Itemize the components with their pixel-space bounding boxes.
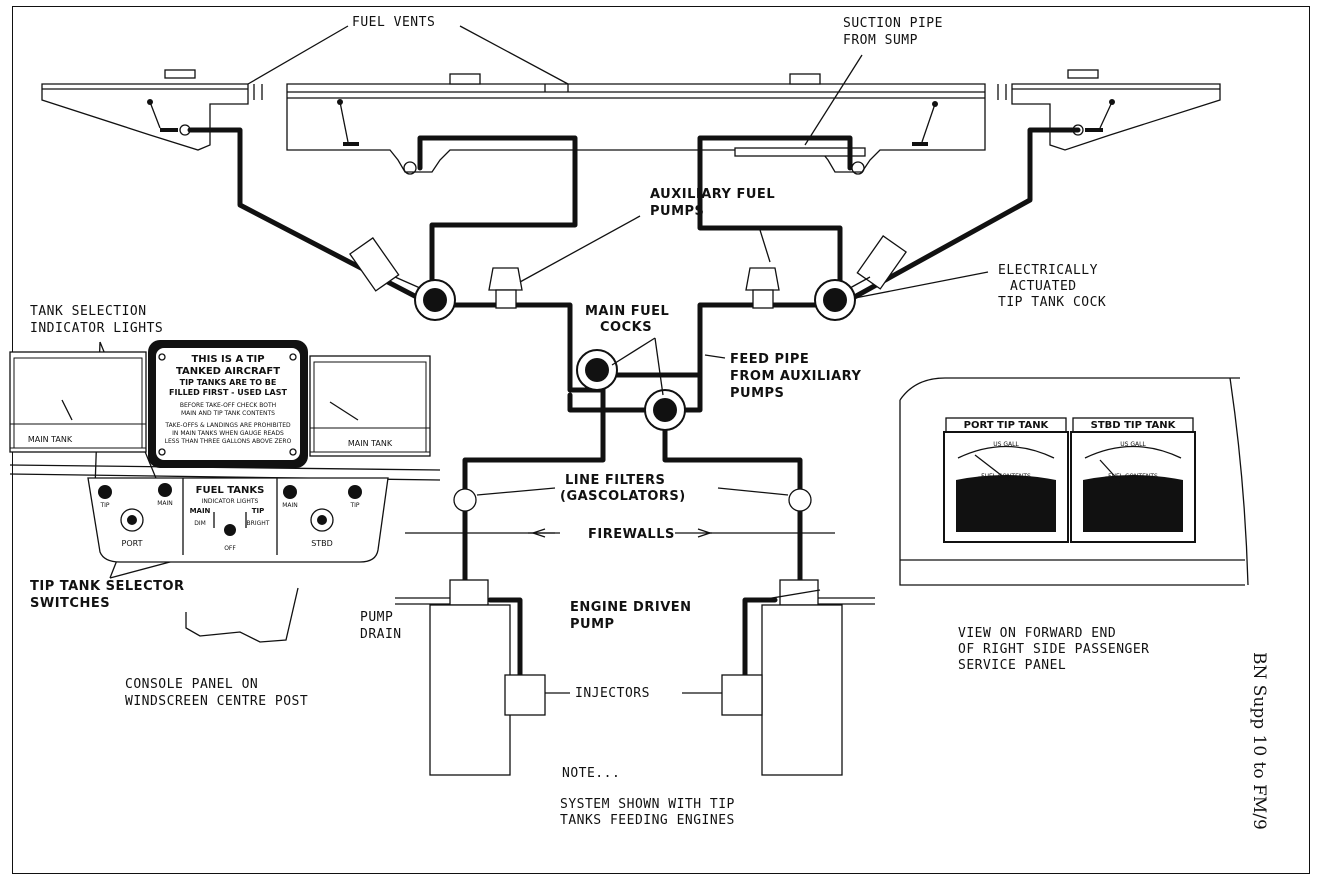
placard-line-8: IN MAIN TANKS WHEN GAUGE READS bbox=[172, 430, 284, 437]
system-label-2: TANKS FEEDING ENGINES bbox=[560, 813, 735, 828]
main-fuel-cock-port bbox=[576, 349, 618, 391]
tank-selection-label-1: TANK SELECTION bbox=[30, 304, 147, 319]
document-reference: BN Supp 10 to FM/9 bbox=[1249, 652, 1269, 830]
main-wing-tank bbox=[286, 73, 986, 175]
service-panel-text: PORT TIP TANK STBD TIP TANK US GALL US G… bbox=[964, 420, 1177, 480]
passenger-service-panel bbox=[899, 377, 1249, 586]
pump-drain-label-1: PUMP bbox=[360, 610, 393, 625]
light-tip-left-label: TIP bbox=[99, 502, 109, 509]
placard-line-2: TANKED AIRCRAFT bbox=[176, 366, 280, 377]
console-panel bbox=[9, 340, 441, 563]
feed-pipe-label-2: FROM AUXILIARY bbox=[730, 369, 861, 384]
aux-pumps-label-1: AUXILIARY FUEL bbox=[650, 187, 775, 202]
fuel-vents-label: FUEL VENTS bbox=[352, 15, 435, 30]
dim-label: DIM bbox=[194, 520, 206, 527]
console-label-2: WINDSCREEN CENTRE POST bbox=[125, 694, 308, 709]
engine-stbd bbox=[721, 579, 875, 776]
light-main-left-label: MAIN bbox=[157, 500, 173, 507]
main-label: MAIN bbox=[190, 507, 211, 515]
stbd-us-gall-label: US GALL bbox=[1120, 441, 1146, 448]
gauge-right-label: MAIN TANK bbox=[348, 439, 393, 448]
port-switch-label: PORT bbox=[122, 539, 143, 548]
system-label-1: SYSTEM SHOWN WITH TIP bbox=[560, 797, 735, 812]
placard-line-3: TIP TANKS ARE TO BE bbox=[180, 378, 277, 387]
feed-pipe-label-3: PUMPS bbox=[730, 386, 784, 401]
electric-cock-label-2: ACTUATED bbox=[1010, 279, 1077, 294]
port-tip-tank bbox=[41, 69, 263, 151]
main-fuel-cock-stbd bbox=[644, 389, 686, 431]
port-fuel-contents-label: FUEL CONTENTS bbox=[981, 473, 1031, 480]
aux-pumps-label-2: PUMPS bbox=[650, 204, 704, 219]
stbd-tip-tank bbox=[997, 69, 1221, 151]
line-filter-stbd bbox=[788, 488, 812, 512]
engine-pump-label-1: ENGINE DRIVEN bbox=[570, 600, 692, 615]
aux-pump-stbd bbox=[745, 267, 780, 309]
main-fuel-cocks-label-1: MAIN FUEL bbox=[585, 304, 669, 319]
off-label: OFF bbox=[224, 545, 236, 552]
tank-selection-label-2: INDICATOR LIGHTS bbox=[30, 321, 163, 336]
tip-tank-selector-label-2: SWITCHES bbox=[30, 596, 110, 611]
placard-line-7: TAKE-OFFS & LANDINGS ARE PROHIBITED bbox=[164, 422, 291, 429]
port-tip-tank-cock bbox=[349, 237, 456, 321]
injectors-label: INJECTORS bbox=[575, 686, 650, 701]
fuel-tanks-label: FUEL TANKS bbox=[196, 485, 265, 496]
placard-line-5: BEFORE TAKE-OFF CHECK BOTH bbox=[180, 402, 276, 409]
pump-drain-label-2: DRAIN bbox=[360, 627, 402, 642]
firewalls bbox=[405, 528, 835, 538]
callout-labels: FUEL VENTS SUCTION PIPE FROM SUMP AUXILI… bbox=[30, 15, 1150, 828]
view-label-2: OF RIGHT SIDE PASSENGER bbox=[958, 642, 1150, 657]
placard-line-6: MAIN AND TIP TANK CONTENTS bbox=[181, 410, 275, 417]
engine-pump-label-2: PUMP bbox=[570, 617, 615, 632]
stbd-switch-label: STBD bbox=[311, 539, 333, 548]
indicator-lights-label: INDICATOR LIGHTS bbox=[202, 498, 259, 505]
placard-line-4: FILLED FIRST - USED LAST bbox=[169, 388, 287, 397]
tip-tank-selector-label-1: TIP TANK SELECTOR bbox=[30, 579, 185, 594]
stbd-tip-tank-cock bbox=[814, 235, 907, 321]
note-label: NOTE... bbox=[562, 766, 620, 781]
view-label-1: VIEW ON FORWARD END bbox=[958, 626, 1116, 641]
port-tip-tank-label: PORT TIP TANK bbox=[964, 420, 1050, 431]
leader-lines bbox=[94, 25, 989, 694]
view-label-3: SERVICE PANEL bbox=[958, 658, 1066, 673]
feed-pipe-label-1: FEED PIPE bbox=[730, 352, 809, 367]
firewalls-label: FIREWALLS bbox=[588, 527, 675, 542]
suction-pipe-label-2: FROM SUMP bbox=[843, 33, 918, 48]
console-label-1: CONSOLE PANEL ON bbox=[125, 677, 258, 692]
engine-port bbox=[395, 579, 546, 776]
suction-pipe-label-1: SUCTION PIPE bbox=[843, 16, 943, 31]
line-filter-port bbox=[453, 488, 477, 512]
stbd-tip-tank-label: STBD TIP TANK bbox=[1091, 420, 1177, 431]
tip-label: TIP bbox=[252, 507, 265, 515]
placard-line-9: LESS THAN THREE GALLONS ABOVE ZERO bbox=[165, 438, 292, 445]
gauge-left-label: MAIN TANK bbox=[28, 435, 73, 444]
placard-line-1: THIS IS A TIP bbox=[191, 354, 264, 365]
light-tip-right-label: TIP bbox=[349, 502, 359, 509]
main-fuel-cocks-label-2: COCKS bbox=[600, 320, 652, 335]
port-us-gall-label: US GALL bbox=[993, 441, 1019, 448]
line-filters-label-1: LINE FILTERS bbox=[565, 473, 665, 488]
line-filters-label-2: (GASCOLATORS) bbox=[560, 489, 686, 504]
electric-cock-label-3: TIP TANK COCK bbox=[998, 295, 1106, 310]
stbd-fuel-contents-label: FUEL CONTENTS bbox=[1108, 473, 1158, 480]
placard-text: THIS IS A TIP TANKED AIRCRAFT TIP TANKS … bbox=[28, 354, 393, 552]
aux-pump-port bbox=[488, 267, 523, 309]
electric-cock-label-1: ELECTRICALLY bbox=[998, 263, 1098, 278]
light-main-right-label: MAIN bbox=[282, 502, 298, 509]
bright-label: BRIGHT bbox=[247, 520, 270, 527]
